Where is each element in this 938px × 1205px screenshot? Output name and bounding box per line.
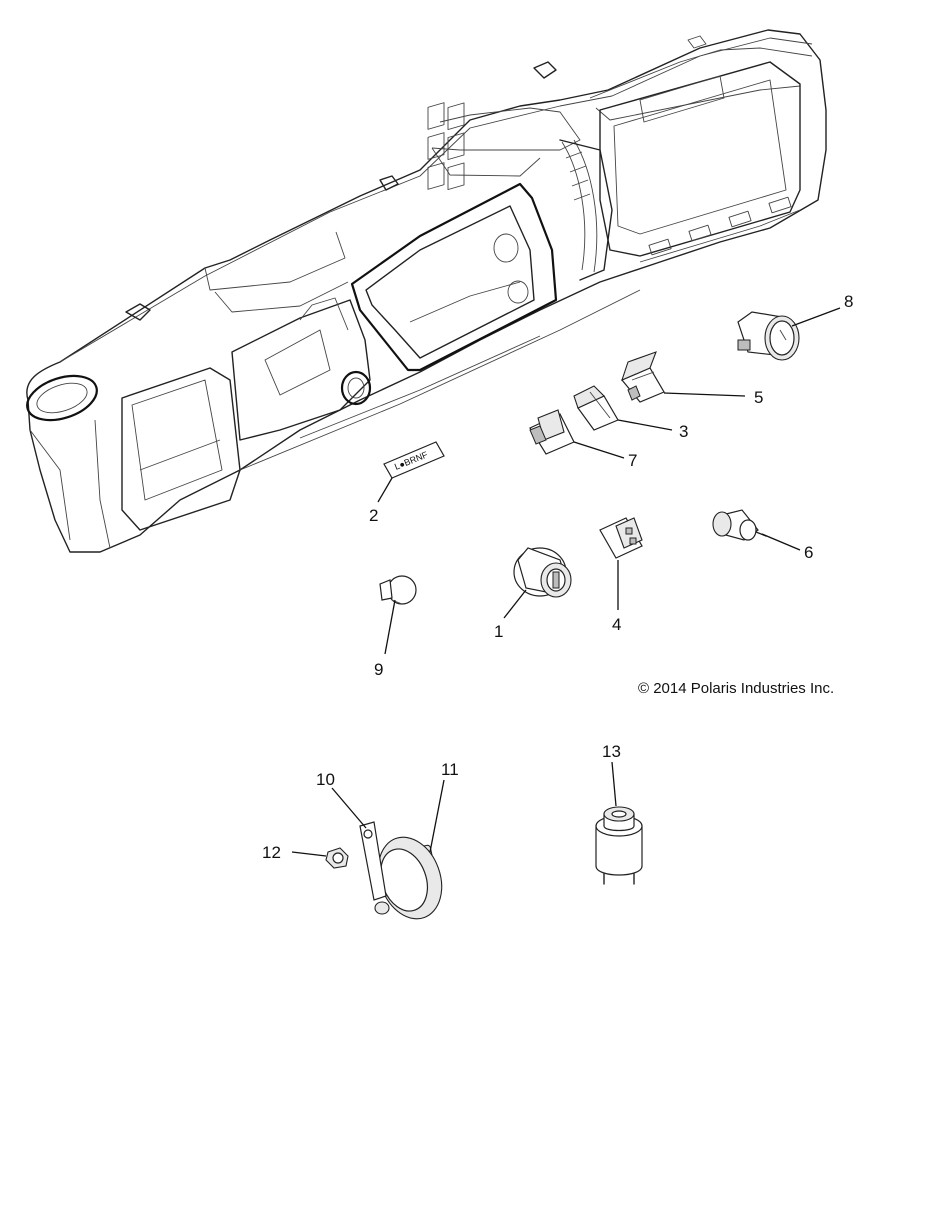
callout-10: 10: [316, 770, 335, 789]
leader-lines: [291, 307, 841, 857]
callout-4: 4: [612, 615, 621, 634]
nut-part-12[interactable]: [325, 847, 349, 869]
rocker-switch-part-5[interactable]: [621, 351, 665, 403]
rocker-switch-part-3[interactable]: [573, 385, 619, 431]
callout-2: 2: [369, 506, 378, 525]
callout-7: 7: [628, 451, 637, 470]
callout-5: 5: [754, 388, 763, 407]
callout-3: 3: [679, 422, 688, 441]
callout-6: 6: [804, 543, 813, 562]
vent: [559, 139, 613, 281]
dashboard-assembly: [26, 29, 827, 553]
callout-12: 12: [262, 843, 281, 862]
callout-13: 13: [602, 742, 621, 761]
callout-8: 8: [844, 292, 853, 311]
copyright-notice: © 2014 Polaris Industries Inc.: [638, 680, 834, 697]
rocker-switch-part-7[interactable]: [529, 409, 575, 455]
indicator-light-part-9[interactable]: [379, 575, 417, 605]
center-switch-bank: [427, 102, 465, 191]
callout-9: 9: [374, 660, 383, 679]
logo-badge-part-2[interactable]: L●BRNF: [383, 441, 445, 479]
callout-11: 11: [441, 760, 459, 779]
callout-1: 1: [494, 622, 503, 641]
rocker-switch-part-4[interactable]: [599, 517, 643, 559]
horn-part-10[interactable]: [359, 821, 453, 928]
power-outlet-part-6[interactable]: [712, 509, 767, 541]
callout-numbers: 8 5 3 7 2 1 4 6 9 10 11 12 13: [262, 292, 853, 862]
relay-part-13[interactable]: [595, 806, 643, 885]
gauge-part-8[interactable]: [737, 311, 800, 361]
key-switch-part-1[interactable]: [513, 547, 572, 598]
